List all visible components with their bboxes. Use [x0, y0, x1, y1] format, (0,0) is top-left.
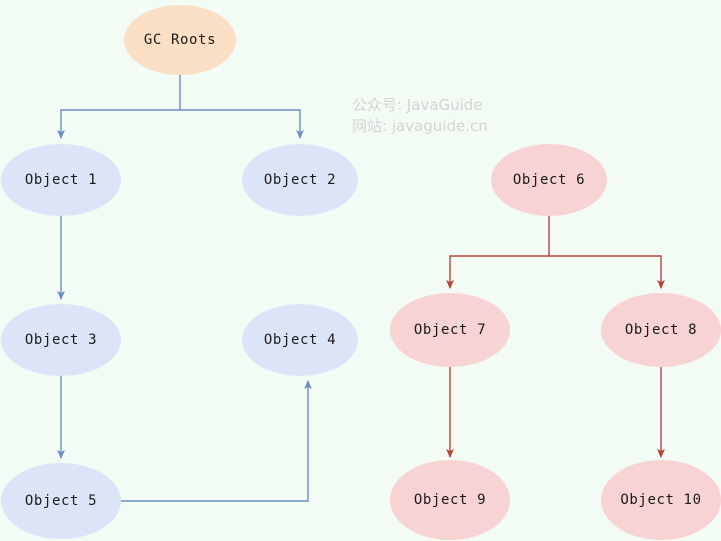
- watermark-line-2: 网站: javaguide.cn: [352, 117, 488, 135]
- edge-object6-object8: [549, 255, 665, 290]
- node-object-5[interactable]: Object 5: [1, 463, 121, 539]
- node-gc-roots[interactable]: GC Roots: [124, 5, 236, 75]
- node-object-5-label: Object 5: [24, 493, 98, 509]
- node-object-9-label: Object 9: [413, 492, 487, 508]
- node-object-4[interactable]: Object 4: [242, 304, 358, 376]
- node-object-1[interactable]: Object 1: [1, 144, 121, 216]
- edge-object5-object4: [121, 379, 312, 502]
- node-object-7-label: Object 7: [413, 322, 487, 338]
- node-object-3-label: Object 3: [24, 332, 98, 348]
- node-object-8[interactable]: Object 8: [601, 293, 721, 367]
- node-object-2[interactable]: Object 2: [242, 144, 358, 216]
- node-object-6[interactable]: Object 6: [491, 144, 607, 216]
- watermark-line-1: 公众号: JavaGuide: [352, 96, 483, 114]
- node-object-1-label: Object 1: [24, 172, 98, 188]
- node-object-8-label: Object 8: [624, 322, 698, 338]
- watermark: 公众号: JavaGuide 网站: javaguide.cn: [352, 95, 488, 137]
- edge-object6-object7: [446, 216, 550, 290]
- node-object-10-label: Object 10: [620, 492, 702, 508]
- node-object-3[interactable]: Object 3: [1, 304, 121, 376]
- node-object-9[interactable]: Object 9: [390, 460, 510, 540]
- node-object-7[interactable]: Object 7: [390, 293, 510, 367]
- node-object-4-label: Object 4: [263, 332, 337, 348]
- edge-gcroots-object2: [180, 109, 304, 140]
- node-object-2-label: Object 2: [263, 172, 337, 188]
- edge-gcroots-object1: [57, 75, 181, 140]
- node-object-6-label: Object 6: [512, 172, 586, 188]
- node-gc-roots-label: GC Roots: [143, 32, 217, 48]
- node-object-10[interactable]: Object 10: [601, 460, 721, 540]
